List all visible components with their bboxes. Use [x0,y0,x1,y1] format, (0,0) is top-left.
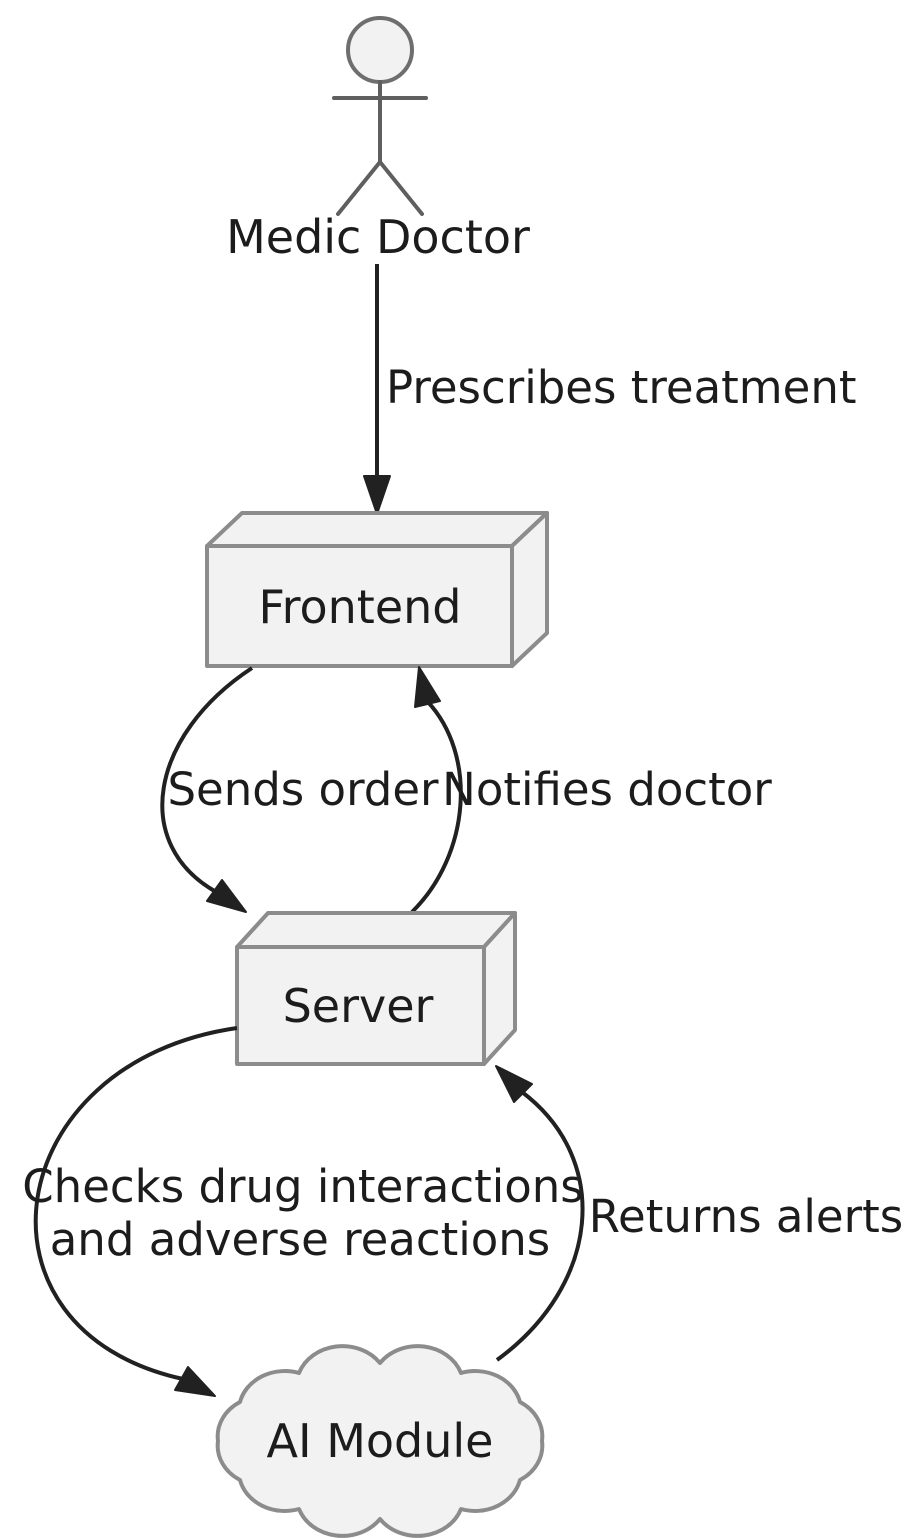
arrowhead-icon [363,475,391,515]
edge-returns-alerts: Returns alerts [495,1065,903,1362]
edge-label-notifies-doctor: Notifies doctor [442,763,772,816]
edge-sends-order: Sends order [160,666,439,913]
edge-label-returns-alerts: Returns alerts [589,1190,903,1243]
arrowhead-icon [414,666,441,708]
edge-label-checks-line2: and adverse reactions [50,1213,551,1266]
edge-label-checks-line1: Checks drug interactions [22,1160,583,1213]
edge-curve [160,666,254,895]
ai-module-label: AI Module [267,1414,494,1468]
node-server: Server [235,911,517,1066]
arrowhead-icon [174,1366,216,1397]
arrowhead-icon [206,879,247,913]
frontend-label: Frontend [258,580,461,634]
box3d-top-face [235,911,517,949]
edge-label-prescribes-treatment: Prescribes treatment [386,361,856,414]
edge-label-sends-order: Sends order [167,763,439,816]
edge-notifies-doctor: Notifies doctor [410,666,772,914]
actor-head-icon [346,16,414,84]
box3d-front-face [205,544,514,668]
node-ai-module: AI Module [215,1344,545,1538]
actor-node-medic-doctor: Medic Doctor [226,16,530,264]
cloud-icon [215,1344,545,1538]
arrowhead-icon [495,1065,533,1103]
box3d-front-face [235,945,486,1066]
server-label: Server [283,979,434,1033]
box3d-top-face [205,511,549,548]
edge-curve [33,1026,238,1381]
edge-prescribes-treatment: Prescribes treatment [363,264,856,515]
actor-left-leg-icon [336,160,382,216]
edge-curve [495,1090,585,1362]
node-frontend: Frontend [205,511,549,668]
actor-right-leg-icon [378,160,424,216]
edge-curve [410,699,463,914]
edge-checks-drug-interactions: Checks drug interactions and adverse rea… [22,1026,584,1397]
actor-label: Medic Doctor [226,210,530,264]
